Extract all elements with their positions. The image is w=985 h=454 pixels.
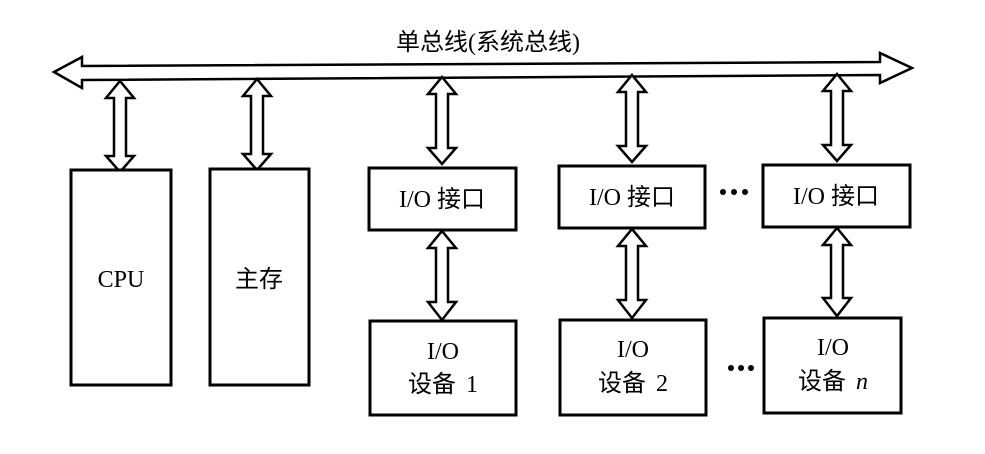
io-device-1: I/O 设备 1 [368, 319, 518, 417]
io-device-1-line2: 设备 1 [408, 371, 478, 398]
io-device-1-line1: I/O [427, 339, 459, 365]
interface-device-connector-2 [615, 227, 649, 321]
device-ellipsis [728, 365, 754, 371]
bus-connector-memory [240, 77, 274, 172]
interface-device-connector-1 [425, 229, 459, 323]
bus-connector-cpu [103, 79, 137, 174]
interface-device-connector-n [820, 226, 854, 319]
io-device-n-index: n [856, 369, 868, 395]
io-device-n-line1: I/O [817, 335, 849, 361]
io-interface-n: I/O 接口 [761, 163, 912, 229]
main-memory-box: 主存 [208, 167, 311, 387]
io-interface-2: I/O 接口 [557, 164, 707, 230]
bus-connector-interface-1 [425, 75, 459, 166]
system-bus-arrow [51, 51, 915, 91]
io-interface-1: I/O 接口 [367, 166, 518, 232]
io-interface-1-label: I/O 接口 [399, 186, 485, 213]
io-interface-n-label: I/O 接口 [793, 183, 879, 210]
io-device-n-line2: 设备 n [798, 368, 868, 395]
interface-ellipsis [720, 189, 748, 195]
io-device-1-index: 1 [466, 372, 478, 398]
io-device-2-name: 设备 [598, 370, 646, 397]
bus-connector-interface-n [820, 72, 854, 163]
cpu-label: CPU [98, 267, 145, 293]
io-interface-2-label: I/O 接口 [589, 184, 675, 211]
io-device-n-name: 设备 [798, 368, 846, 395]
io-device-2: I/O 设备 2 [558, 318, 708, 417]
io-device-2-line1: I/O [617, 337, 649, 363]
io-device-1-name: 设备 [408, 371, 456, 398]
io-device-2-index: 2 [656, 371, 668, 397]
memory-label: 主存 [235, 266, 283, 293]
io-device-n: I/O 设备 n [762, 316, 903, 415]
bus-connector-interface-2 [615, 73, 649, 164]
io-device-2-line2: 设备 2 [598, 370, 668, 397]
cpu-box: CPU [69, 168, 173, 387]
bus-title: 单总线(系统总线) [396, 29, 580, 56]
